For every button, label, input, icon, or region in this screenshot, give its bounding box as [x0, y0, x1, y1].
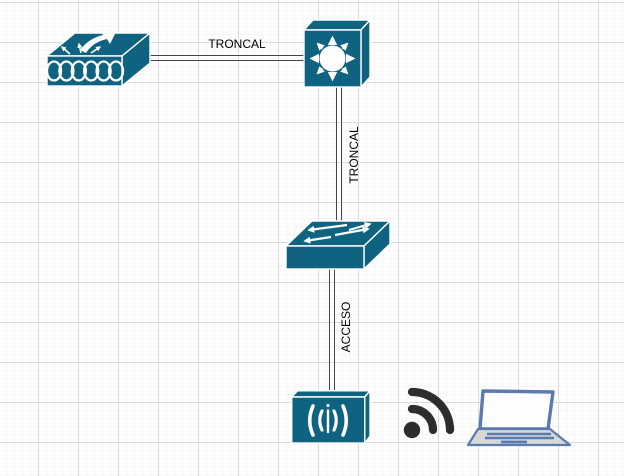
- wifi-signal[interactable]: [397, 383, 457, 439]
- link-troncal-vertical[interactable]: [336, 86, 342, 222]
- multilayer-switch-icon: [303, 19, 371, 89]
- wifi-signal-icon: [403, 387, 455, 439]
- link-label-acceso[interactable]: ACCESO: [339, 301, 353, 353]
- device-laptop[interactable]: [465, 387, 575, 449]
- wireless-access-point-icon: [291, 390, 371, 444]
- device-wireless-access-point[interactable]: [291, 390, 371, 444]
- workgroup-switch-icon: [285, 220, 391, 270]
- link-label-troncal-1[interactable]: TRONCAL: [208, 37, 266, 51]
- laptop-icon: [466, 389, 572, 447]
- device-atm-switch[interactable]: [46, 28, 152, 88]
- link-label-troncal-2[interactable]: TRONCAL: [347, 126, 361, 184]
- device-workgroup-switch[interactable]: [285, 220, 391, 270]
- link-acceso-vertical[interactable]: [329, 268, 335, 391]
- link-troncal-horizontal[interactable]: [150, 55, 305, 61]
- atm-switch-icon: [46, 30, 152, 88]
- device-multilayer-switch[interactable]: [303, 19, 371, 89]
